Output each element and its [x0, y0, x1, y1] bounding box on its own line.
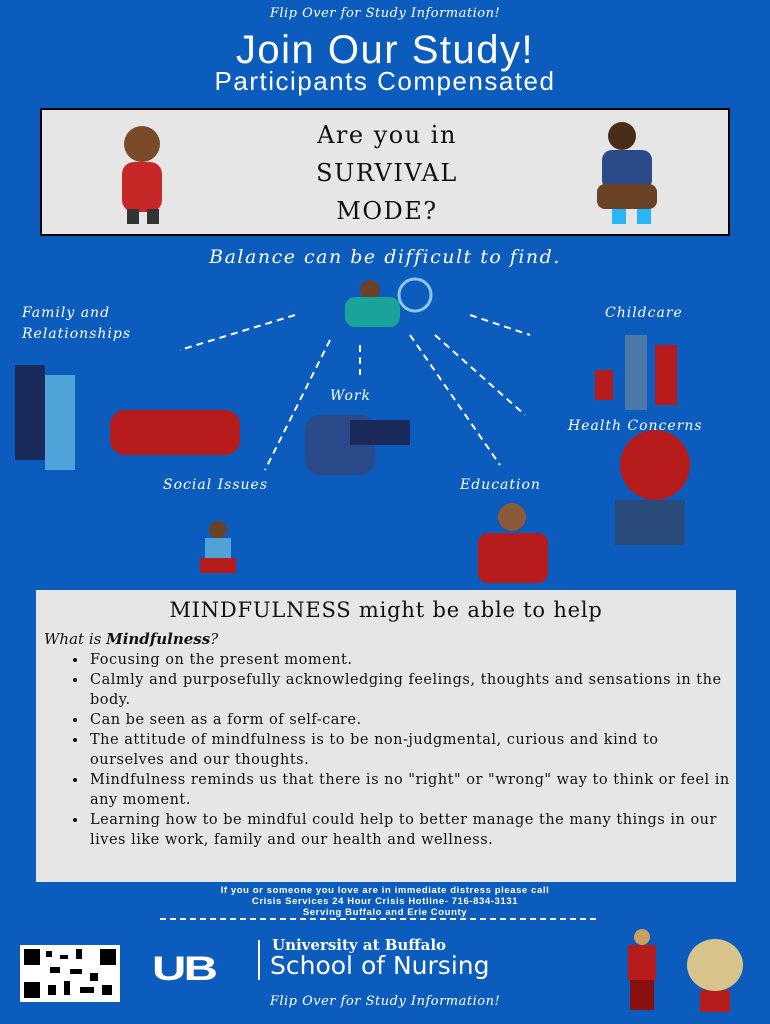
ub-logo: UB: [152, 950, 218, 988]
survival-line-2: SURVIVAL: [316, 159, 458, 187]
family-illustration: [15, 365, 240, 470]
list-item: Focusing on the present moment.: [88, 650, 736, 670]
divider: [160, 918, 596, 920]
childcare-illustration: [595, 335, 677, 410]
sitting-person-illustration: [597, 122, 657, 224]
label-education: Education: [460, 477, 541, 493]
list-item: Calmly and purposefully acknowledging fe…: [88, 670, 736, 710]
label-family-text: Family and Relationships: [22, 305, 132, 342]
q-suffix: ?: [210, 630, 219, 648]
label-work: Work: [330, 388, 372, 404]
label-social: Social Issues: [163, 477, 268, 493]
list-item: Mindfulness reminds us that there is no …: [88, 770, 736, 810]
person-watering-plant-illustration: [628, 929, 743, 1012]
label-health: Health Concerns: [568, 418, 703, 434]
list-item: Can be seen as a form of self-care.: [88, 710, 736, 730]
mindfulness-heading: MINDFULNESS might be able to help: [169, 598, 603, 622]
logo-separator: [258, 940, 260, 980]
education-illustration: [478, 503, 548, 583]
label-childcare: Childcare: [605, 305, 683, 321]
list-item: Learning how to be mindful could help to…: [88, 810, 736, 850]
university-name: University at Buffalo: [272, 936, 447, 954]
crisis-info: If you or someone you love are in immedi…: [0, 885, 770, 918]
crisis-line-1: If you or someone you love are in immedi…: [220, 885, 550, 896]
social-illustration: [200, 521, 236, 573]
qr-code-icon[interactable]: [20, 945, 120, 1002]
crisis-hotline: Crisis Services 24 Hour Crisis Hotline- …: [251, 896, 519, 907]
survival-mode-banner: Are you in SURVIVAL MODE?: [40, 108, 730, 236]
work-illustration: [305, 415, 410, 475]
crisis-line-3: Serving Buffalo and Erie County: [302, 907, 468, 918]
flip-over-note-bottom: Flip Over for Study Information!: [269, 994, 501, 1009]
q-bold: Mindfulness: [106, 630, 211, 648]
mindfulness-list: Focusing on the present moment. Calmly a…: [88, 650, 736, 850]
balance-heading: Balance can be difficult to find.: [209, 246, 561, 268]
page-subtitle: Participants Compensated: [214, 66, 556, 96]
balancing-person-illustration: [345, 277, 433, 327]
list-item: The attitude of mindfulness is to be non…: [88, 730, 736, 770]
survival-line-3: MODE?: [336, 197, 438, 225]
q-prefix: What is: [44, 630, 107, 648]
health-illustration: [615, 430, 690, 545]
school-name: School of Nursing: [270, 951, 490, 980]
flip-over-note-top: Flip Over for Study Information!: [269, 6, 501, 21]
survival-line-1: Are you in: [317, 121, 457, 149]
mindfulness-panel: MINDFULNESS might be able to help What i…: [36, 590, 736, 882]
stressed-person-illustration: [122, 126, 162, 224]
survival-question: Are you in SURVIVAL MODE?: [262, 116, 512, 230]
balance-diagram: [15, 277, 690, 583]
mindfulness-question: What is Mindfulness?: [44, 630, 736, 648]
label-family: Family and Relationships: [22, 303, 172, 345]
page-title: Join Our Study!: [235, 28, 535, 72]
